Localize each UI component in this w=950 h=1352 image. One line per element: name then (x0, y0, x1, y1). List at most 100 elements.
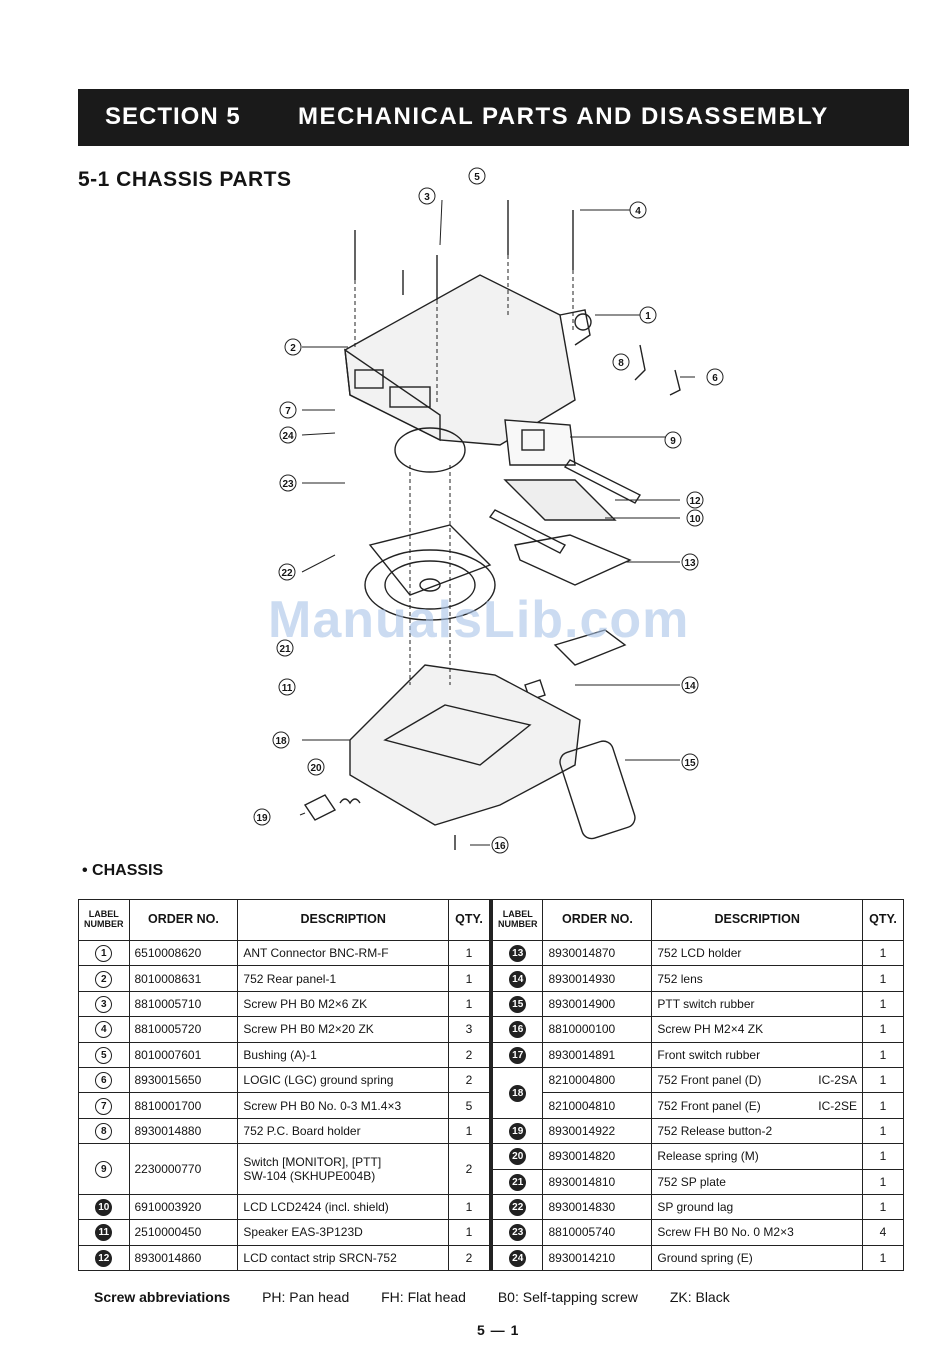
qty: 1 (447, 1193, 492, 1221)
svg-text:9: 9 (670, 436, 676, 447)
table-row: 5 8010007601 Bushing (A)-1 2 17 89300148… (78, 1041, 905, 1068)
qty: 5 (447, 1092, 492, 1119)
svg-text:4: 4 (635, 206, 641, 217)
order-no: 8930014922 (542, 1117, 653, 1145)
description: Screw PH B0 No. 0-3 M1.4×3 (237, 1092, 449, 1119)
qty: 1 (861, 1143, 905, 1170)
header-qty: QTY. (861, 899, 905, 941)
table-row: 6 8930015650 LOGIC (LGC) ground spring 2… (78, 1066, 905, 1119)
label-number: 9 (95, 1161, 113, 1179)
abbreviations-heading: Screw abbreviations (94, 1289, 231, 1305)
callout-11: 11 (278, 678, 296, 696)
label-number: 24 (509, 1249, 527, 1267)
svg-text:11: 11 (282, 683, 293, 694)
svg-text:15: 15 (684, 758, 696, 769)
label-number: 23 (509, 1224, 527, 1242)
label-number: 7 (95, 1097, 113, 1115)
abbreviation-item: B0: Self-tapping screw (497, 1289, 638, 1305)
description: 752 Front panel (D) (657, 1073, 762, 1088)
label-number: 10 (95, 1199, 113, 1217)
abbreviation-item: PH: Pan head (262, 1289, 350, 1305)
description: SP ground lag (651, 1193, 863, 1221)
abbreviation-item: FH: Flat head (381, 1289, 466, 1305)
svg-text:1: 1 (645, 311, 651, 322)
svg-text:3: 3 (424, 192, 430, 203)
svg-text:22: 22 (281, 568, 293, 579)
qty: 1 (861, 1016, 905, 1043)
label-number: 3 (95, 995, 113, 1013)
qty: 1 (861, 939, 905, 967)
order-no: 8930015650 (128, 1066, 239, 1094)
qty: 1 (861, 1117, 905, 1145)
callout-6: 6 (706, 368, 724, 386)
header-order-no: ORDER NO. (542, 899, 653, 941)
label-number: 11 (95, 1224, 113, 1242)
table-row: 4 8810005720 Screw PH B0 M2×20 ZK 3 16 8… (78, 1016, 905, 1043)
qty: 2 (447, 1143, 492, 1195)
callout-8: 8 (612, 353, 630, 371)
order-no: 8810001700 (128, 1092, 239, 1119)
chassis-heading: • CHASSIS (82, 862, 164, 879)
table-row: 2 8010008631 752 Rear panel-1 1 14 89300… (78, 965, 905, 992)
callout-9: 9 (664, 431, 682, 449)
svg-text:24: 24 (282, 431, 294, 442)
callout-3: 3 (418, 187, 436, 205)
table-row: 11 2510000450 Speaker EAS-3P123D 1 23 88… (78, 1219, 905, 1246)
qty: 1 (447, 1219, 492, 1246)
qty: 1 (861, 1168, 905, 1195)
label-number: 5 (95, 1046, 113, 1064)
label-number: 8 (95, 1122, 113, 1140)
order-no: 8810000100 (542, 1016, 653, 1043)
svg-text:23: 23 (282, 479, 294, 490)
order-no: 2510000450 (128, 1219, 239, 1246)
callout-16: 16 (491, 836, 509, 854)
qty: 1 (447, 990, 492, 1018)
label-number: 1 (95, 945, 113, 963)
header-label-number: LABEL NUMBER (488, 899, 544, 941)
svg-text:19: 19 (256, 813, 268, 824)
svg-text:14: 14 (684, 681, 696, 692)
page-number: 5 — 1 (477, 1322, 520, 1338)
callout-20: 20 (307, 758, 325, 776)
callout-21: 21 (276, 639, 294, 657)
svg-text:6: 6 (712, 373, 718, 384)
svg-text:13: 13 (684, 558, 696, 569)
header-description: DESCRIPTION (651, 899, 863, 941)
label-number: 18 (509, 1084, 527, 1102)
table-row: 12 8930014860 LCD contact strip SRCN-752… (78, 1244, 905, 1272)
table-row: 8 8930014880 752 P.C. Board holder 1 19 … (78, 1117, 905, 1145)
screw-abbreviations: Screw abbreviations PH: Pan head FH: Fla… (94, 1289, 758, 1305)
order-no: 8810005740 (542, 1219, 653, 1246)
description: 752 Rear panel-1 (237, 965, 449, 992)
description-line-2: SW-104 (SKHUPE004B) (243, 1169, 376, 1184)
label-number: 2 (95, 970, 113, 988)
label-number: 6 (95, 1072, 113, 1090)
qty: 2 (447, 1041, 492, 1068)
description: 752 P.C. Board holder (237, 1117, 449, 1145)
order-no: 8210004810 (542, 1092, 653, 1119)
svg-text:7: 7 (285, 406, 291, 417)
label-number: 20 (509, 1148, 527, 1166)
subsection-title: 5-1 CHASSIS PARTS (78, 168, 292, 191)
callout-19: 19 (253, 808, 271, 826)
callout-18: 18 (272, 731, 290, 749)
section-number: SECTION 5 (105, 103, 241, 130)
order-no: 8930014210 (542, 1244, 653, 1272)
description: PTT switch rubber (651, 990, 863, 1018)
qty: 1 (861, 1041, 905, 1068)
label-number: 13 (509, 945, 527, 963)
description: Front switch rubber (651, 1041, 863, 1068)
svg-text:10: 10 (689, 514, 701, 525)
table-row: 1 6510008620 ANT Connector BNC-RM-F 1 13… (78, 939, 905, 967)
callout-7: 7 (279, 401, 297, 419)
callout-2: 2 (284, 338, 302, 356)
order-no: 8810005720 (128, 1016, 239, 1043)
table-row: 10 6910003920 LCD LCD2424 (incl. shield)… (78, 1193, 905, 1221)
label-number: 16 (509, 1021, 527, 1039)
svg-text:18: 18 (275, 736, 287, 747)
table-row: 9 2230000770 Switch [MONITOR], [PTT]SW-1… (78, 1143, 905, 1195)
qty: 1 (447, 1117, 492, 1145)
order-no: 8930014880 (128, 1117, 239, 1145)
section-header: SECTION 5 MECHANICAL PARTS AND DISASSEMB… (78, 89, 909, 146)
svg-text:5: 5 (474, 172, 480, 183)
